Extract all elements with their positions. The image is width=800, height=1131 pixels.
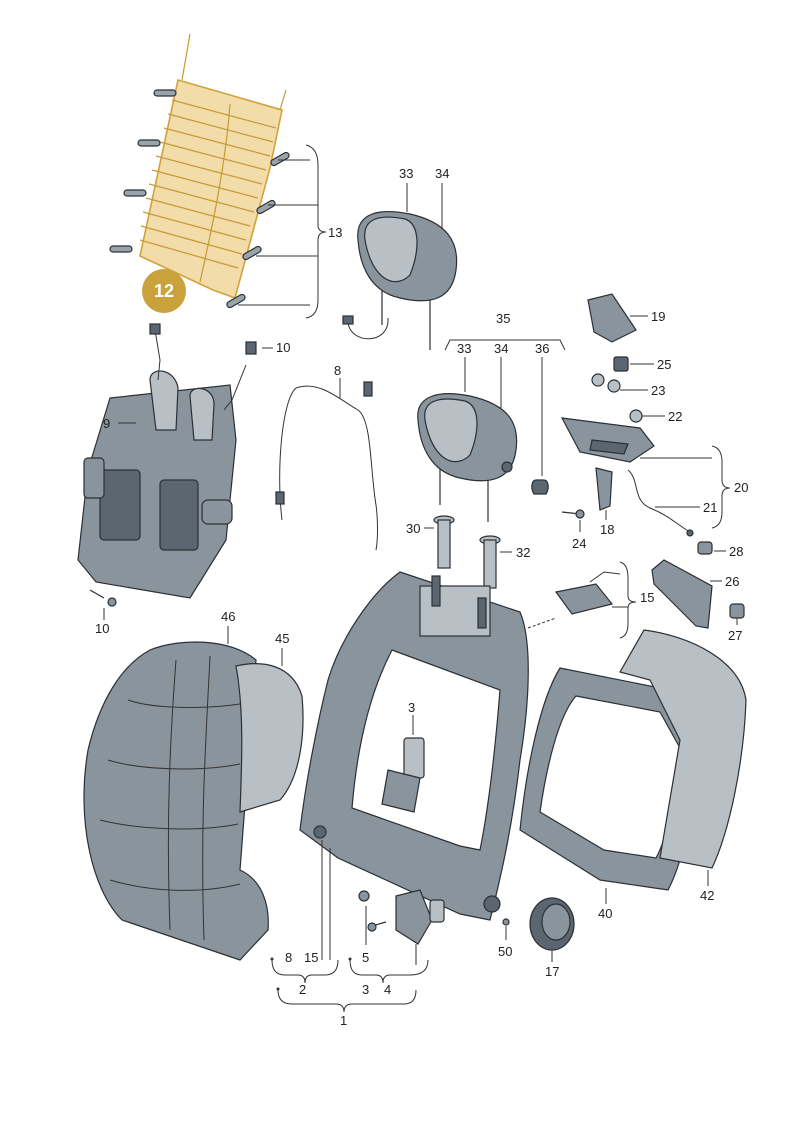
callout-28: 28 [729,544,743,559]
part-19-trim-cover[interactable] [587,293,637,343]
callout-13: 13 [328,225,342,240]
callout-3-part: 3 [408,700,415,715]
callout-32: 32 [516,545,530,560]
callout-50: 50 [498,944,512,959]
part-release-handle[interactable] [560,417,655,463]
callout-35: 35 [496,311,510,326]
callout-10-upper: 10 [276,340,290,355]
part-40-rear-frame[interactable] [519,667,701,891]
callout-34-lower: 34 [494,341,508,356]
part-12-badge: 12 [142,269,186,313]
headrest-upper[interactable] [342,211,458,350]
callout-33-upper: 33 [399,166,413,181]
part-21-cable[interactable] [627,469,694,537]
part-5-screw[interactable] [358,890,387,932]
part-backrest-frame[interactable] [299,571,529,921]
part-18-bracket[interactable] [595,467,613,511]
callout-21: 21 [703,500,717,515]
callout-18: 18 [600,522,614,537]
callout-30: 30 [406,521,420,536]
callout-15-right: 15 [640,590,654,605]
callout-36: 36 [535,341,549,356]
callout-22: 22 [668,409,682,424]
callout-8-upper: 8 [334,363,341,378]
part-4-recliner-handle[interactable] [395,889,445,945]
part-9-lumbar-support[interactable] [77,329,247,599]
callout-46: 46 [221,609,235,624]
callout-45: 45 [275,631,289,646]
part-45-cushion-insert[interactable] [235,663,304,813]
callout-2: 2 [299,982,306,997]
callout-15-lower: 15 [304,950,318,965]
callout-27: 27 [728,628,742,643]
callout-4: 4 [384,982,391,997]
part-12-spring-mat[interactable] [109,33,290,309]
part-22-clip[interactable] [629,409,643,423]
callout-34-upper: 34 [435,166,449,181]
part-46-backrest-cushion[interactable] [83,641,269,961]
callout-5: 5 [362,950,369,965]
headrest-guide-30[interactable] [433,515,455,569]
part-27-clip[interactable] [729,603,745,619]
part-42-rear-cover[interactable] [619,629,747,869]
callout-23: 23 [651,383,665,398]
part-26-cover[interactable] [651,559,713,629]
callout-24: 24 [572,536,586,551]
headrest-lower[interactable] [417,393,549,522]
callout-42: 42 [700,888,714,903]
callout-9: 9 [103,416,110,431]
callout-8-lower: 8 [285,950,292,965]
callout-26: 26 [725,574,739,589]
part-24-screw[interactable] [561,509,585,519]
part-17-knob[interactable] [529,897,575,951]
part-3-motor[interactable] [381,737,425,813]
part-15-module[interactable] [554,571,621,615]
callout-3-group: 3 [362,982,369,997]
callout-20: 20 [734,480,748,495]
callout-19: 19 [651,309,665,324]
screw-10-lower[interactable] [89,589,117,607]
badge-label: 12 [154,281,174,301]
bracket-13 [238,144,327,319]
callout-1: 1 [340,1013,347,1028]
part-50-screw[interactable] [502,918,510,926]
callout-33-lower: 33 [457,341,471,356]
part-8-cable[interactable] [275,381,378,551]
callout-17: 17 [545,964,559,979]
part-23-clip-a[interactable] [591,373,605,387]
part-28-clip[interactable] [697,541,713,555]
part-25[interactable] [613,356,629,372]
callout-25: 25 [657,357,671,372]
headrest-guide-32[interactable] [479,535,501,589]
part-23-clip-b[interactable] [607,379,621,393]
callout-40: 40 [598,906,612,921]
callout-10-lower: 10 [95,621,109,636]
